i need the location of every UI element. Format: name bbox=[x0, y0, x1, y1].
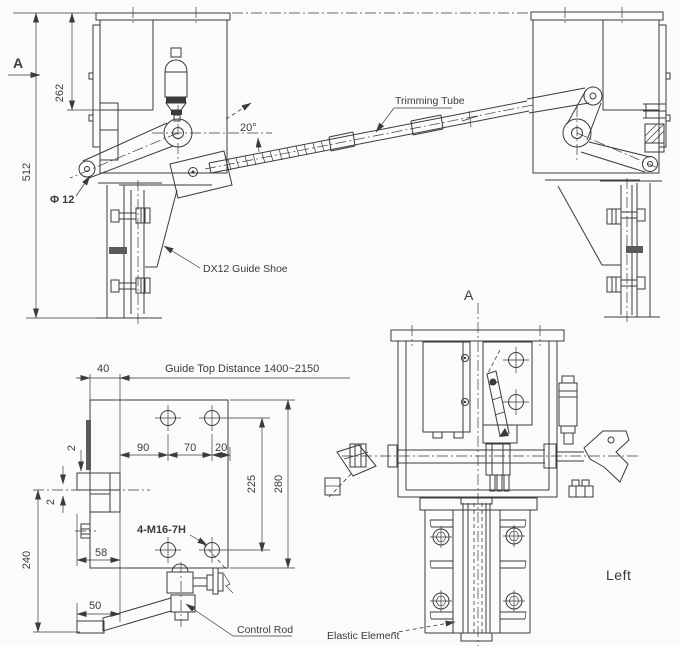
dim-90-label: 90 bbox=[137, 442, 149, 454]
dim-58-label: 58 bbox=[95, 547, 107, 559]
hatched-block bbox=[644, 123, 665, 153]
side-view-right bbox=[526, 7, 671, 322]
dim-2-lower-label: 2 bbox=[45, 499, 57, 505]
section-a-view: A bbox=[324, 287, 638, 646]
buffer-cylinder bbox=[164, 47, 188, 122]
dim-50-label: 50 bbox=[89, 600, 101, 612]
cross-shaft bbox=[324, 443, 638, 498]
front-plate-view: 40 Guide Top Distance 1400~2150 90 70 20… bbox=[21, 363, 350, 637]
section-arrow-a-label: A bbox=[13, 55, 24, 71]
dim-phi12-label: Φ 12 bbox=[50, 194, 74, 206]
left-side-label: Left bbox=[606, 567, 631, 583]
thread-callout: 4-M16-7H bbox=[137, 524, 186, 536]
dim-225-label: 225 bbox=[246, 475, 258, 493]
guide-shoe-right bbox=[533, 172, 662, 322]
dim-angle-label: 20° bbox=[240, 122, 257, 134]
side-view-left: A 262 512 Φ 12 20° DX12 Guide Shoe bbox=[8, 7, 528, 324]
section-a-label: A bbox=[464, 287, 474, 303]
dim-40-label: 40 bbox=[97, 363, 109, 375]
dim-20-label: 20 bbox=[215, 442, 227, 454]
control-rod-callout: Control Rod bbox=[237, 624, 293, 636]
dim-512-label: 512 bbox=[21, 163, 33, 181]
side-tab bbox=[33, 472, 150, 513]
dim-2-upper-label: 2 bbox=[66, 445, 78, 451]
rail-assembly bbox=[419, 496, 538, 642]
trimming-tube: Trimming Tube bbox=[204, 95, 534, 174]
inner-plates bbox=[422, 341, 533, 444]
dim-70-label: 70 bbox=[184, 442, 196, 454]
guide-shoe-callout: DX12 Guide Shoe bbox=[203, 263, 288, 275]
guide-top-distance-label: Guide Top Distance 1400~2150 bbox=[165, 363, 319, 375]
dim-280-label: 280 bbox=[273, 475, 285, 493]
right-lever-assembly bbox=[558, 375, 630, 498]
control-rod-assembly bbox=[76, 562, 234, 634]
dim-262-label: 262 bbox=[54, 84, 66, 102]
trimming-tube-callout: Trimming Tube bbox=[395, 95, 465, 107]
elastic-element-callout: Elastic Element bbox=[327, 630, 399, 642]
dim-240-label: 240 bbox=[21, 551, 33, 569]
guide-shoe-left bbox=[96, 172, 227, 324]
bell-crank-right bbox=[526, 86, 659, 173]
